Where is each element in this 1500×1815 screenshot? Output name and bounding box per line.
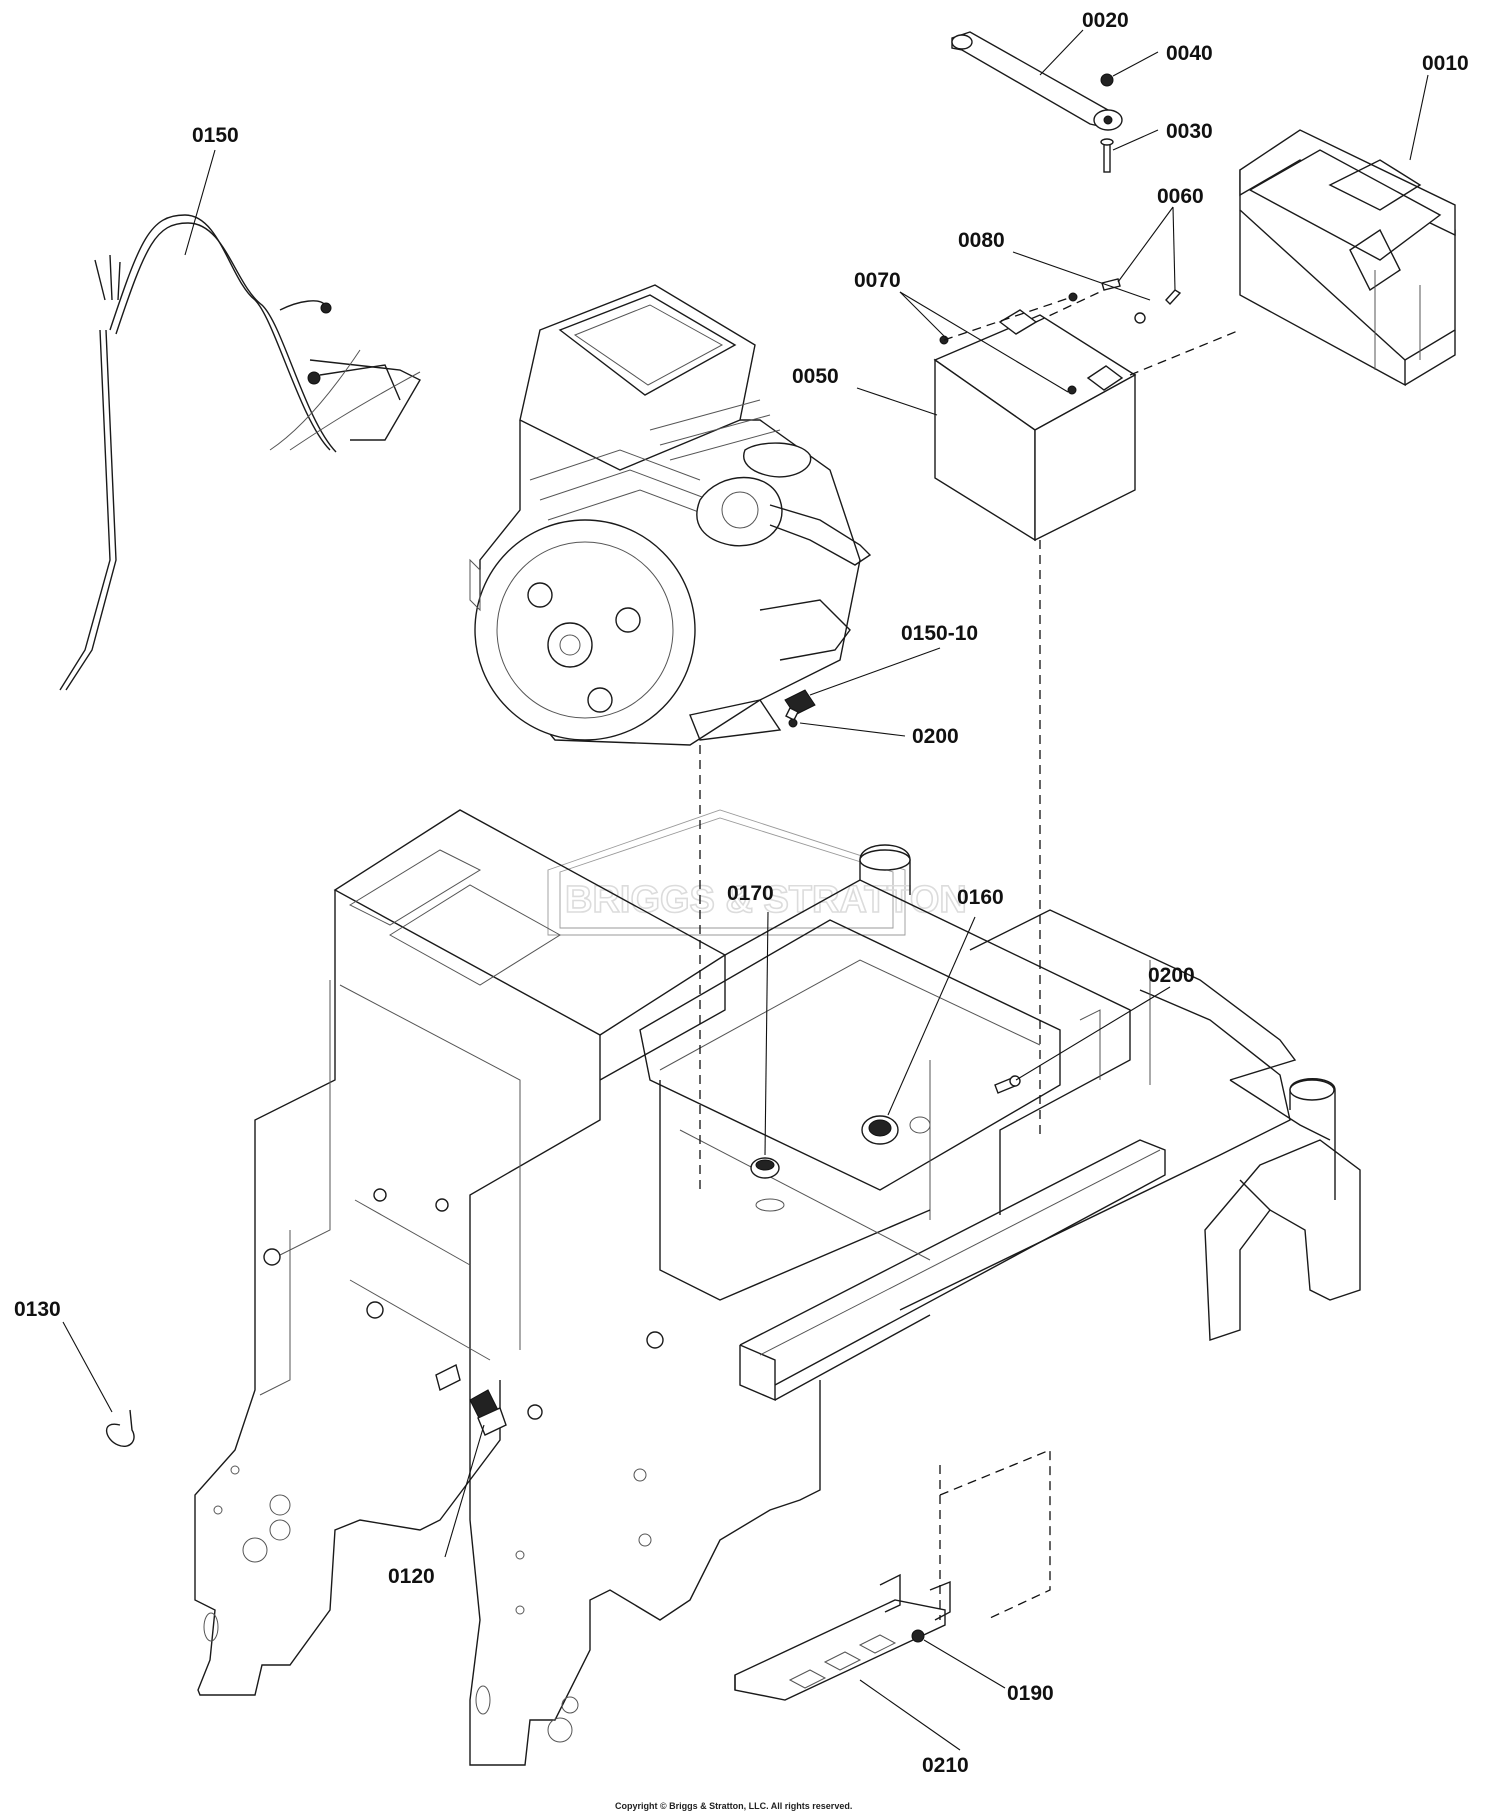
bolt-0030-part <box>1100 138 1114 173</box>
label-0130: 0130 <box>14 1298 61 1321</box>
switch-0120-part <box>435 1363 507 1436</box>
bolt-0200-frame-part <box>994 1075 1021 1094</box>
screw-0200-engine-part <box>788 718 798 728</box>
grommet-0160-part <box>861 1115 899 1145</box>
cable-tie-0130-part <box>105 1409 135 1447</box>
label-0190: 0190 <box>1007 1682 1054 1705</box>
battery-box-part <box>1239 129 1456 387</box>
battery-part <box>933 292 1146 542</box>
battery-bolts-0060-part <box>1101 278 1182 306</box>
frame-assembly <box>194 809 1361 1766</box>
label-0020: 0020 <box>1082 9 1129 32</box>
label-0010: 0010 <box>1422 52 1469 75</box>
label-0160: 0160 <box>957 886 1004 909</box>
label-0030: 0030 <box>1166 120 1213 143</box>
label-0060: 0060 <box>1157 185 1204 208</box>
label-0080: 0080 <box>958 229 1005 252</box>
label-0050: 0050 <box>792 365 839 388</box>
copyright-notice: Copyright © Briggs & Stratton, LLC. All … <box>615 1801 852 1811</box>
watermark-logo: BRIGGS & STRATTON <box>547 809 968 936</box>
label-0170: 0170 <box>727 882 774 905</box>
assembly-lines <box>699 289 1241 1620</box>
label-0210: 0210 <box>922 1754 969 1777</box>
screw-0190-part <box>911 1629 925 1643</box>
wire-harness-part <box>59 214 421 691</box>
grommet-0170-part <box>750 1157 780 1179</box>
leader-lines <box>62 29 1429 1751</box>
label-0200-frame: 0200 <box>1148 964 1195 987</box>
nut-0040-part <box>1100 73 1114 87</box>
label-0040: 0040 <box>1166 42 1213 65</box>
engine-assembly <box>469 284 872 746</box>
label-0150: 0150 <box>192 124 239 147</box>
hold-down-bar-part <box>951 31 1123 131</box>
bracket-0210-part <box>734 1573 951 1701</box>
connector-0150-10-part <box>784 689 816 721</box>
label-0200-top: 0200 <box>912 725 959 748</box>
label-0120: 0120 <box>388 1565 435 1588</box>
label-0150-10: 0150-10 <box>901 622 978 645</box>
part-labels: 0020 0040 0010 0030 0150 0060 0080 0070 … <box>14 9 1469 1777</box>
label-0070: 0070 <box>854 269 901 292</box>
